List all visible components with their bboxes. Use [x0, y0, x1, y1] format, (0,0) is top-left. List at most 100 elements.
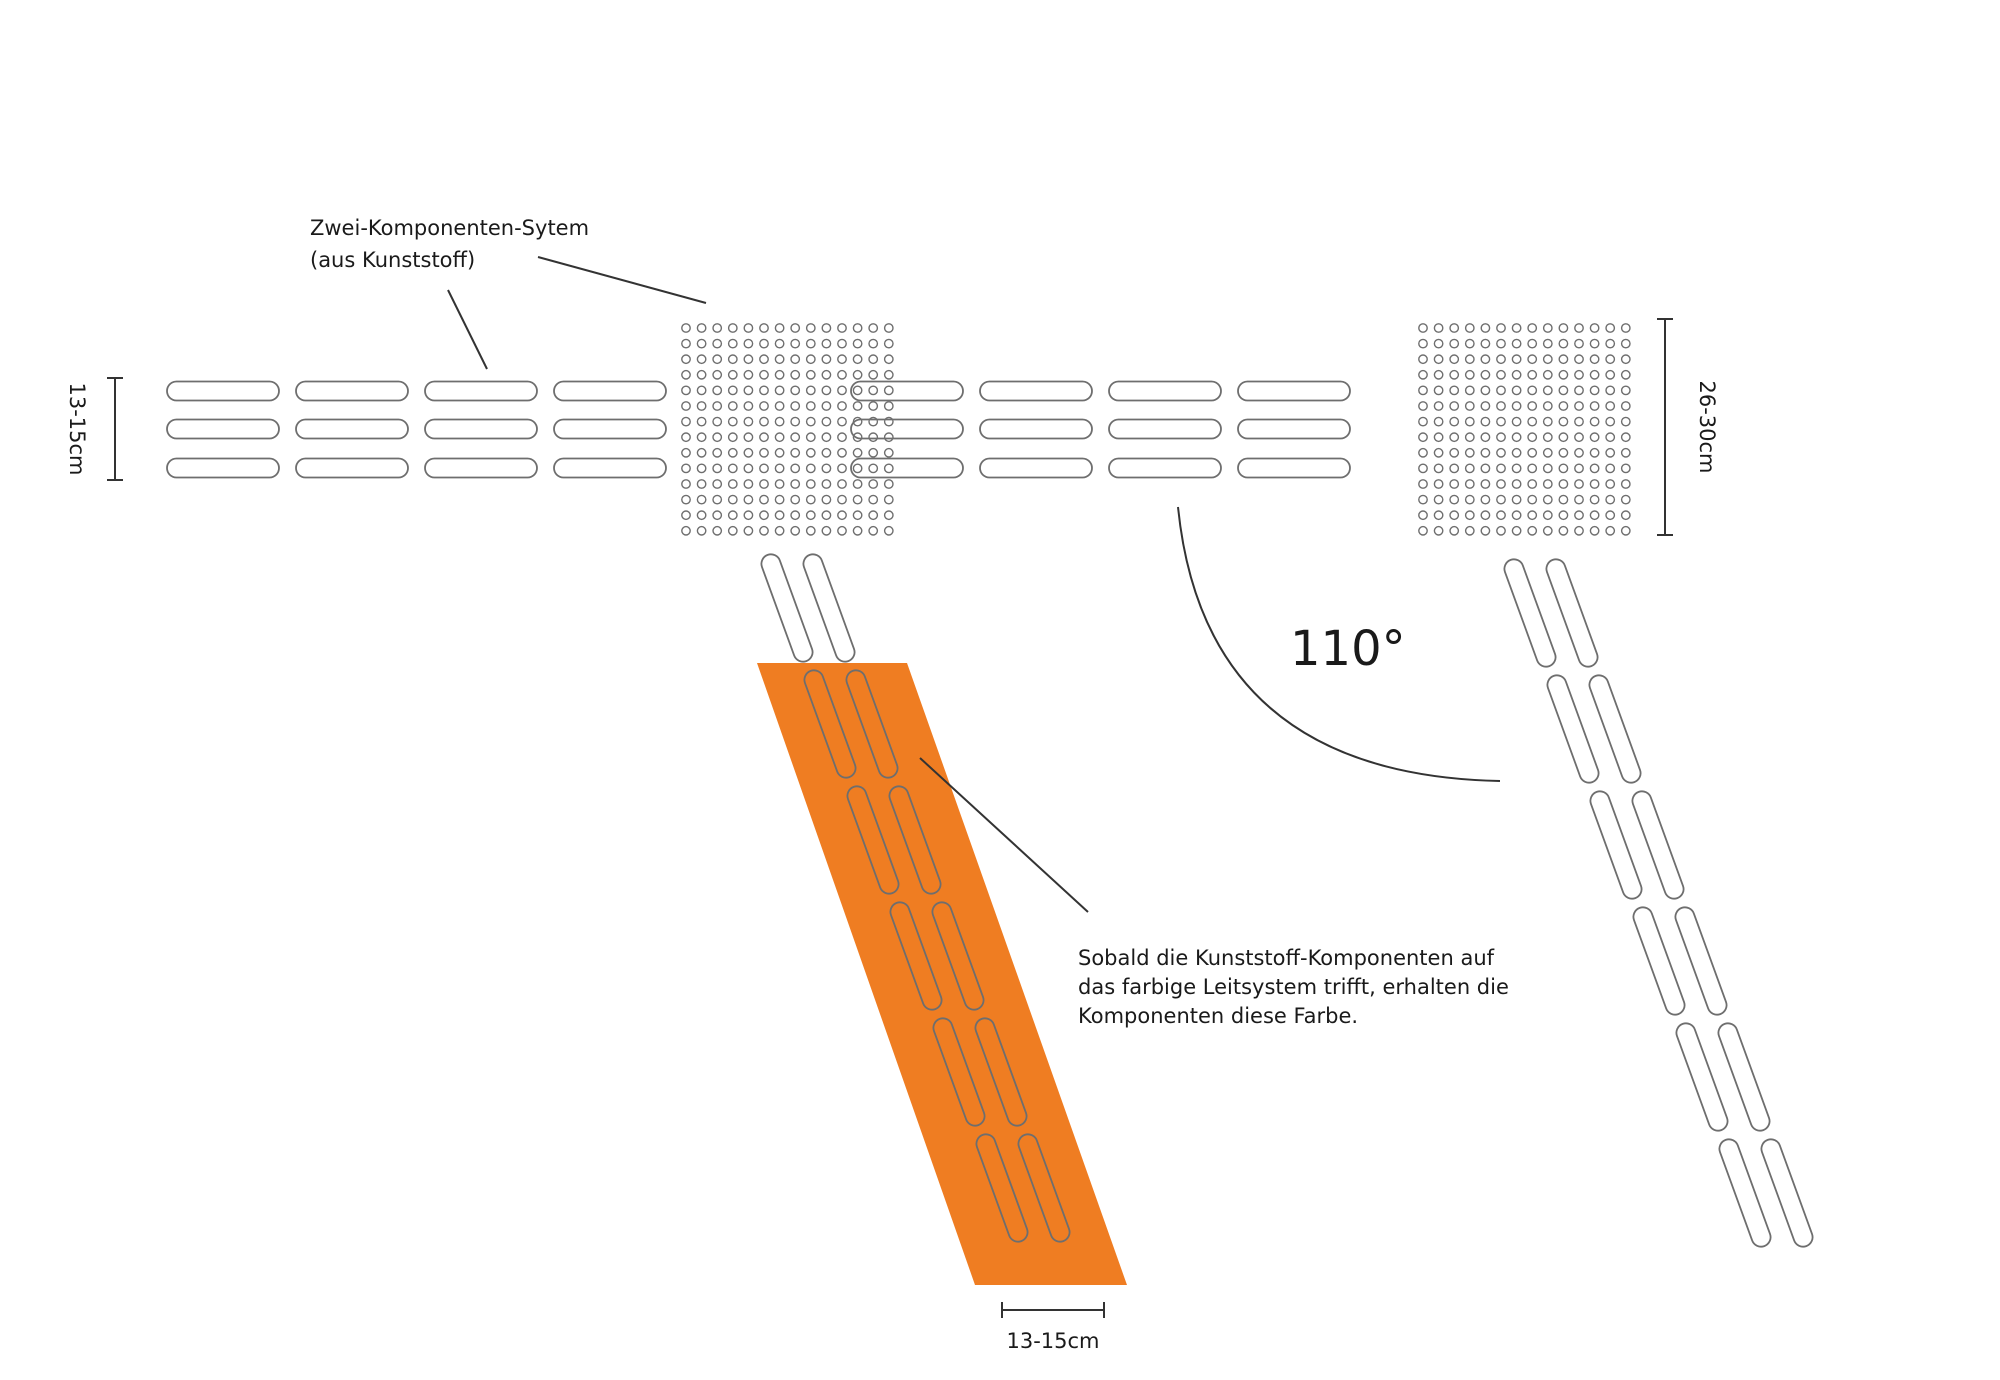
tactile-dot: [759, 525, 769, 536]
tactile-dot: [868, 401, 879, 411]
tactile-dot: [1464, 323, 1475, 333]
tactile-dot: [774, 447, 785, 458]
tactile-dot: [1558, 525, 1569, 536]
diagonal-tactile-bar: [1674, 906, 1728, 1016]
tactile-dot: [868, 323, 879, 333]
tactile-dot: [681, 401, 691, 411]
tactile-dot: [1480, 338, 1491, 349]
tactile-dot: [743, 416, 754, 427]
tactile-dot: [1511, 323, 1522, 333]
diagonal-tactile-bar: [1546, 674, 1600, 784]
tactile-dot: [1605, 369, 1616, 380]
diagonal-tactile-bar: [845, 669, 899, 779]
tactile-dot: [743, 494, 754, 505]
horizontal-tactile-bar: [166, 380, 280, 402]
tactile-dot: [681, 354, 691, 365]
tactile-dot: [1464, 354, 1475, 365]
diagonal-tactile-bar: [1588, 674, 1642, 784]
tactile-dot: [759, 510, 769, 521]
tactile-dot: [790, 338, 801, 349]
tactile-dot: [1574, 463, 1584, 474]
tactile-dot: [1433, 401, 1444, 411]
tactile-dot: [1480, 401, 1491, 411]
tactile-dot: [883, 369, 894, 380]
tactile-dot: [868, 354, 879, 365]
tactile-dot: [1433, 447, 1444, 458]
tactile-dot: [821, 494, 832, 505]
dot-field-right: [1418, 323, 1631, 536]
tactile-dot: [1589, 354, 1600, 365]
tactile-dot: [883, 385, 894, 396]
tactile-dot: [883, 323, 894, 333]
diagonal-tactile-bar: [974, 1017, 1028, 1127]
tactile-dot: [774, 510, 785, 521]
tactile-dot: [1558, 416, 1569, 427]
tactile-dot: [852, 463, 863, 474]
tactile-dot: [1480, 525, 1491, 536]
tactile-dot: [852, 323, 863, 333]
tactile-dot: [1542, 447, 1553, 458]
tactile-dot: [868, 369, 879, 380]
tactile-dot: [774, 385, 785, 396]
diagonal-tactile-bar: [975, 1133, 1029, 1243]
tactile-dot: [790, 494, 801, 505]
horizontal-tactile-bar: [553, 418, 667, 440]
tactile-dot: [727, 323, 738, 333]
tactile-dot: [1589, 432, 1600, 443]
tactile-dot: [868, 525, 879, 536]
tactile-dot: [774, 354, 785, 365]
tactile-dot: [1574, 416, 1584, 427]
tactile-dot: [1433, 479, 1444, 489]
tactile-dot: [1589, 338, 1600, 349]
tactile-dot: [883, 401, 894, 411]
horizontal-tactile-bar: [1237, 457, 1351, 479]
tactile-dot: [1574, 385, 1584, 396]
tactile-dot: [1511, 479, 1522, 489]
tactile-dot: [759, 338, 769, 349]
tactile-dot: [759, 494, 769, 505]
diagonal-tactile-bar: [1631, 790, 1685, 900]
tactile-dot: [759, 447, 769, 458]
tactile-dot: [1605, 338, 1616, 349]
tactile-dot: [837, 447, 847, 458]
tactile-dot: [790, 354, 801, 365]
tactile-dot: [1527, 479, 1538, 489]
tactile-dot: [821, 432, 832, 443]
tactile-dot: [1542, 338, 1553, 349]
tactile-dot: [759, 385, 769, 396]
tactile-dot: [1605, 354, 1616, 365]
tactile-dot: [681, 525, 691, 536]
tactile-dot: [1558, 510, 1569, 521]
tactile-dot: [1418, 401, 1428, 411]
angle-label: 110°: [1290, 621, 1406, 677]
tactile-dot: [1558, 401, 1569, 411]
tactile-dot: [805, 510, 816, 521]
tactile-dot: [852, 416, 863, 427]
tactile-dot: [1620, 447, 1631, 458]
tactile-dot: [852, 432, 863, 443]
tactile-dot: [805, 338, 816, 349]
tactile-dot: [1574, 525, 1584, 536]
tactile-dot: [727, 369, 738, 380]
tactile-dot: [696, 354, 707, 365]
tactile-dot: [1496, 510, 1506, 521]
tactile-dot: [1496, 369, 1506, 380]
tactile-dot: [727, 447, 738, 458]
tactile-dot: [1558, 494, 1569, 505]
tactile-dot: [837, 479, 847, 489]
horizontal-tactile-bar: [850, 380, 964, 402]
tactile-dot: [790, 510, 801, 521]
leader-line-system-2: [537, 256, 707, 304]
tactile-dot: [852, 447, 863, 458]
tactile-dot: [696, 510, 707, 521]
tactile-dot: [837, 510, 847, 521]
tactile-dot: [1511, 447, 1522, 458]
tactile-dot: [852, 385, 863, 396]
tactile-dot: [696, 447, 707, 458]
tactile-dot: [712, 338, 723, 349]
tactile-dot: [1542, 463, 1553, 474]
tactile-dot: [1418, 369, 1428, 380]
diagonal-tactile-bar: [760, 553, 814, 663]
diagonal-tactile-bar: [1760, 1138, 1814, 1248]
tactile-dot: [1558, 385, 1569, 396]
